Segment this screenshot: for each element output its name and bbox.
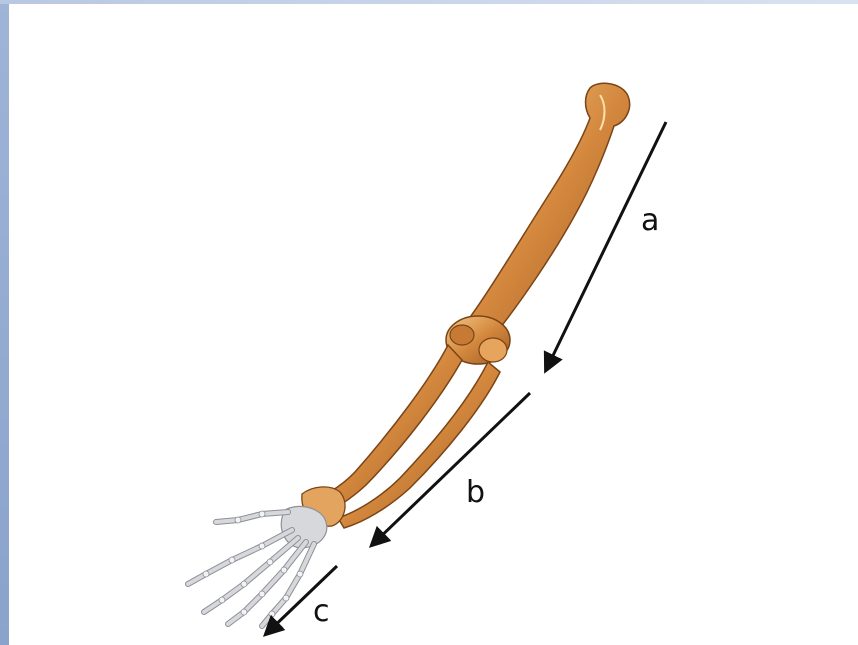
label-b: b (466, 475, 485, 510)
humerus-bone (468, 83, 630, 332)
arrow-a (546, 122, 666, 370)
label-a: a (641, 203, 659, 238)
arrow-b (372, 393, 530, 545)
label-c: c (313, 594, 330, 629)
hand-skeleton (188, 506, 327, 626)
